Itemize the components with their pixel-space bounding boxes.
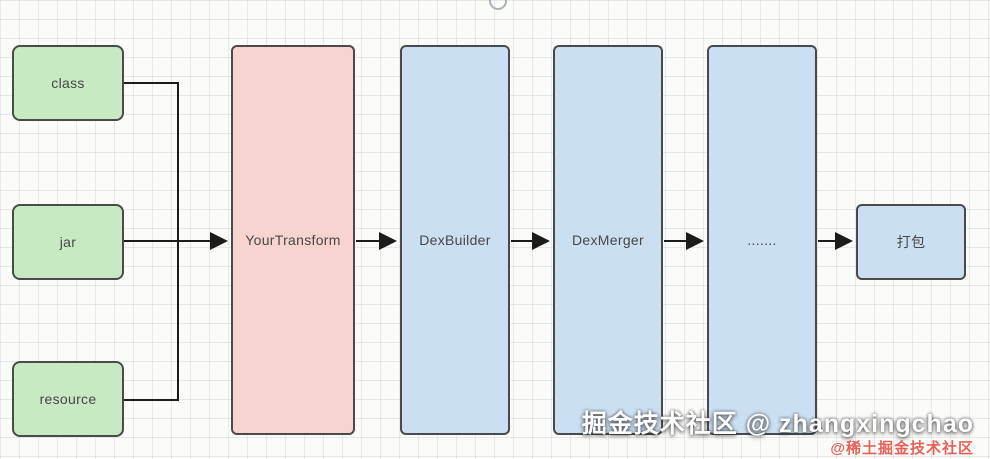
ellipsis-node: ....... (707, 45, 817, 435)
dex-builder-node: DexBuilder (400, 45, 510, 435)
package-node: 打包 (856, 204, 966, 280)
class-node: class (12, 45, 124, 121)
dex-builder-node-label: DexBuilder (419, 232, 491, 248)
watermark-sub: @稀土掘金技术社区 (830, 440, 974, 457)
resource-node: resource (12, 361, 124, 437)
ellipsis-node-label: ....... (747, 232, 777, 248)
resource-node-label: resource (39, 391, 97, 407)
top-circle-icon (489, 0, 507, 10)
jar-node: jar (12, 204, 124, 280)
bracket-line (124, 82, 179, 401)
your-transform-node-label: YourTransform (245, 232, 341, 248)
dex-merger-node: DexMerger (553, 45, 663, 435)
watermark-main: 掘金技术社区 @ zhangxingchao (581, 410, 974, 438)
package-node-label: 打包 (896, 234, 926, 250)
your-transform-node: YourTransform (231, 45, 355, 435)
class-node-label: class (51, 75, 85, 91)
jar-node-label: jar (59, 234, 77, 250)
dex-merger-node-label: DexMerger (572, 232, 644, 248)
